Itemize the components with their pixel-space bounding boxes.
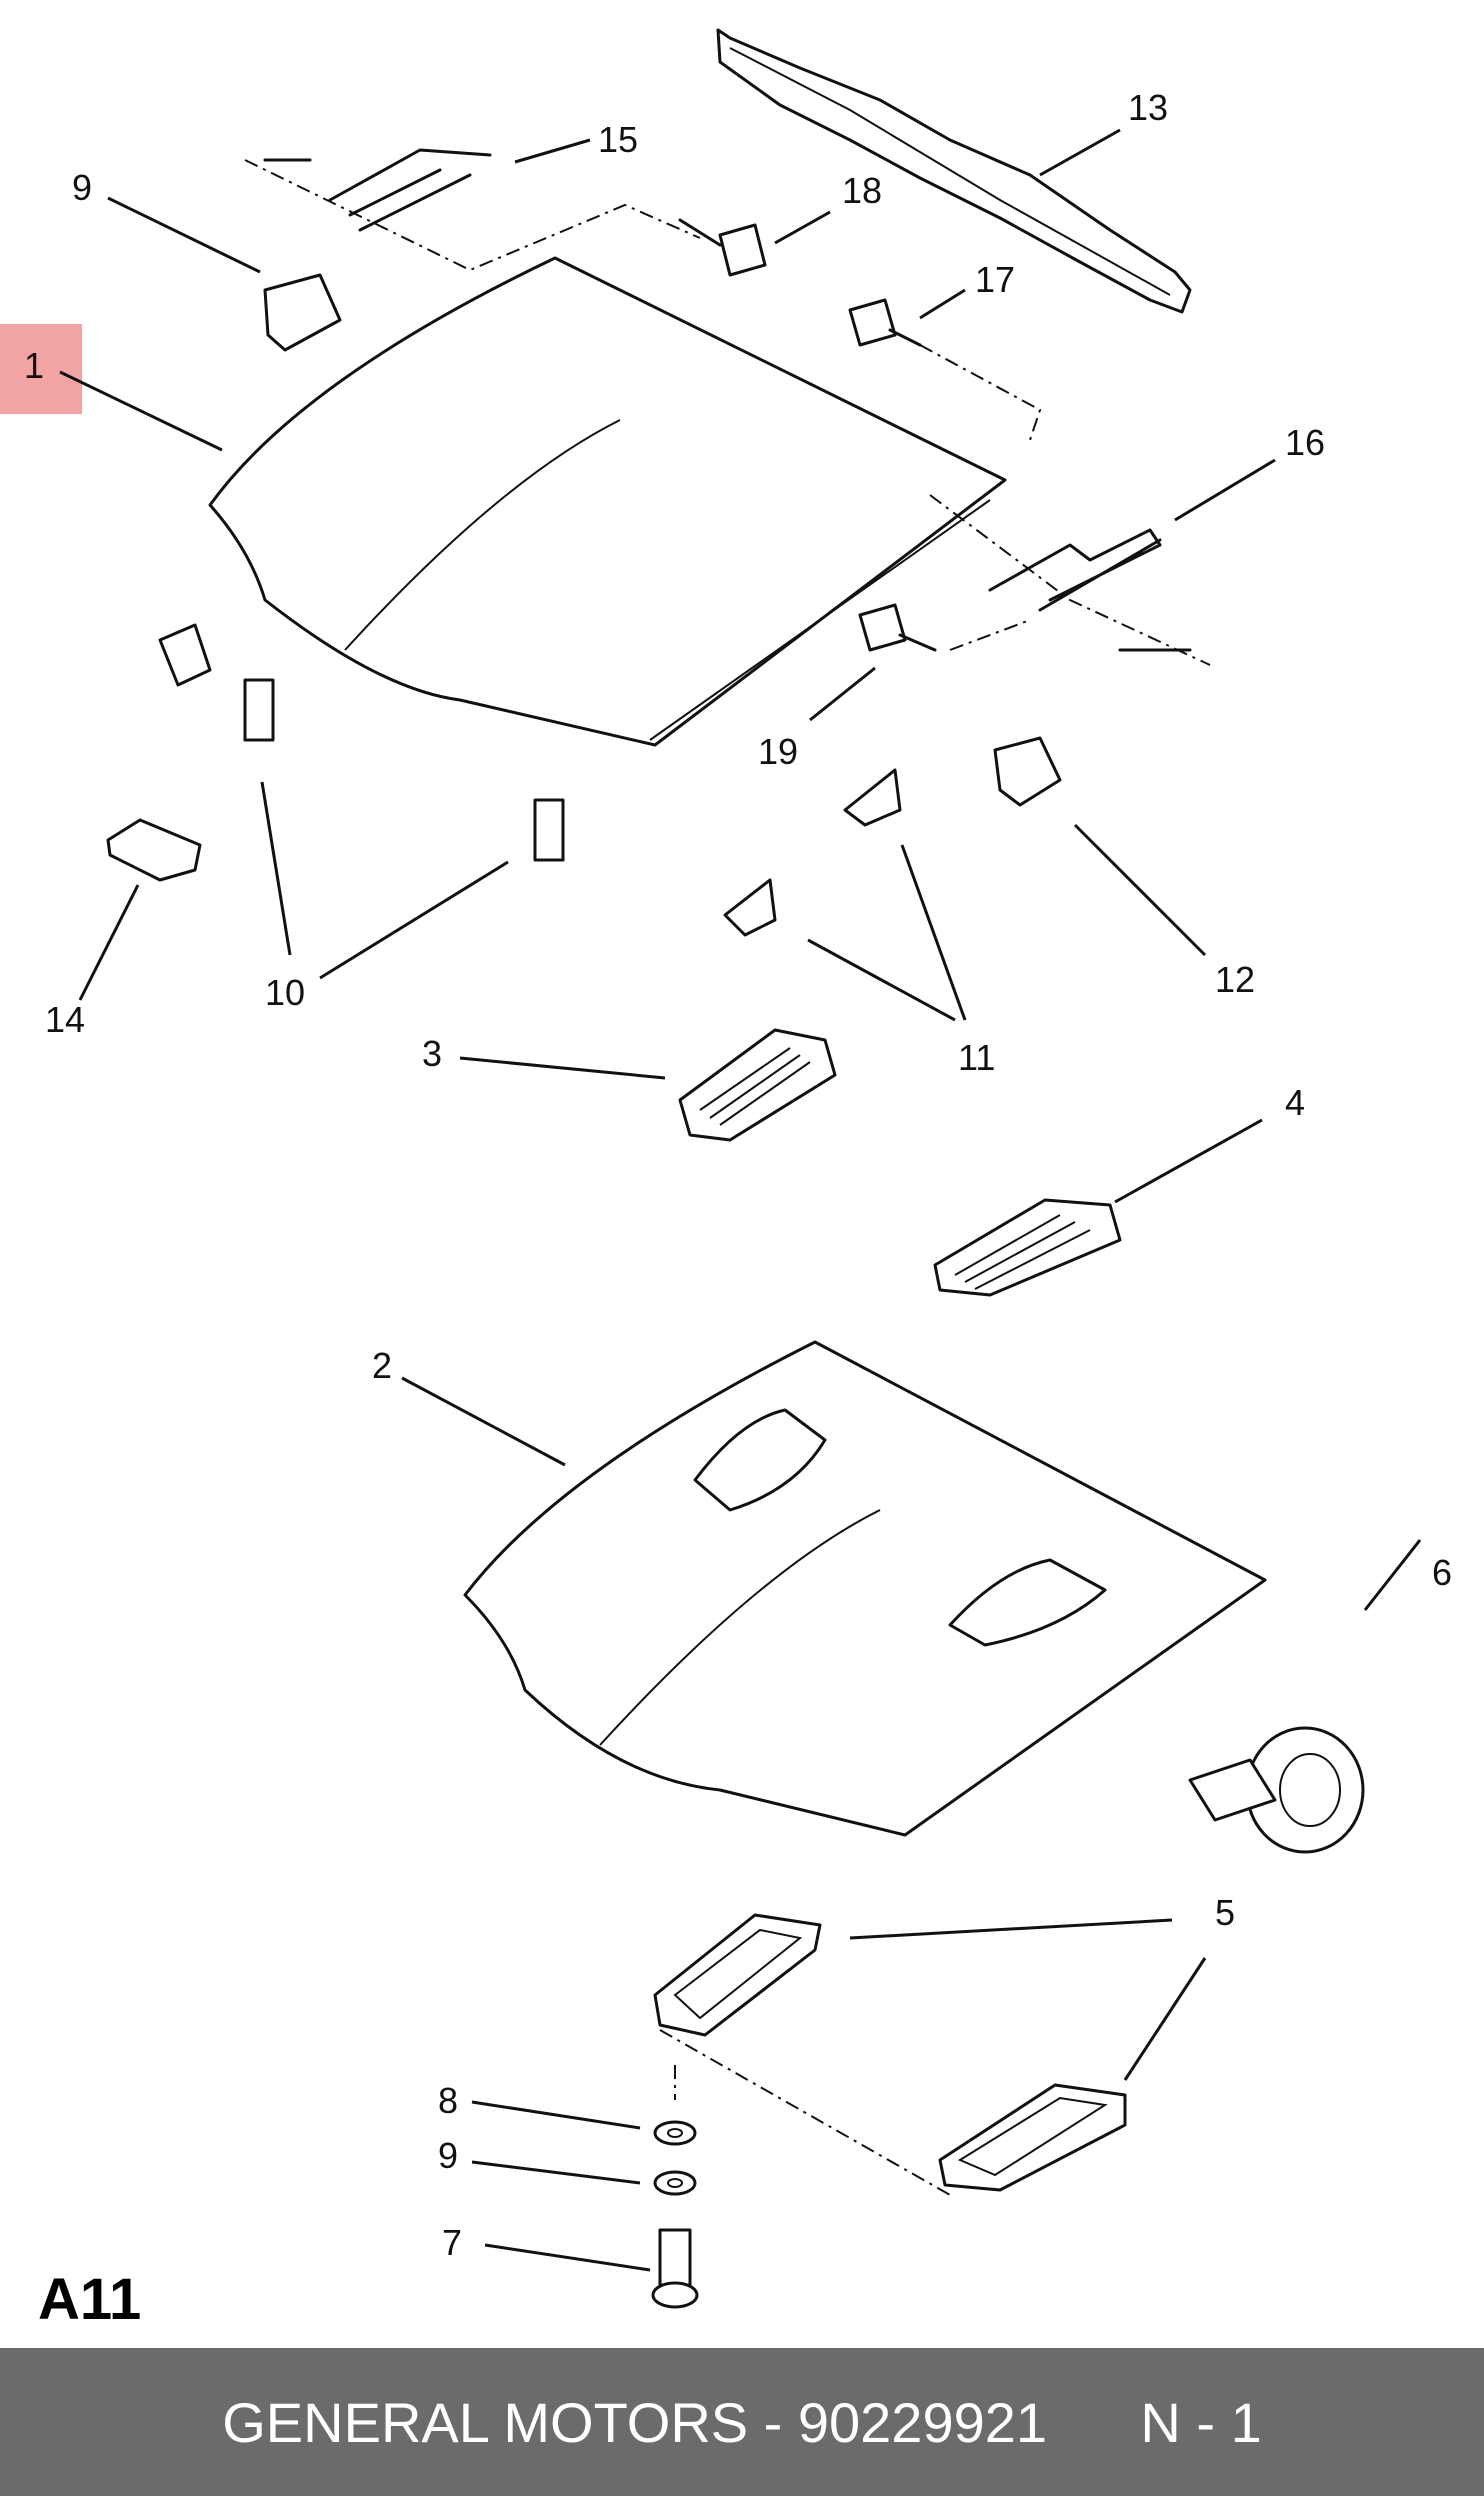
- part-clip-left: [158, 623, 212, 687]
- part-11-clips: [723, 768, 902, 937]
- callout-12: 12: [1215, 959, 1256, 1000]
- part-9-clip-upper: [263, 273, 342, 352]
- part-16-hinge-right: [929, 494, 1211, 666]
- callout-7: 7: [442, 2222, 463, 2263]
- exploded-parts-diagram: [59, 28, 1422, 2309]
- part-10-bumpers: [243, 678, 565, 862]
- callout-16: 16: [1285, 422, 1326, 463]
- part-13-seal-strip: [716, 28, 1192, 314]
- part-7-screw: [651, 2228, 699, 2309]
- part-8-washer: [653, 2120, 697, 2146]
- callout-10: 10: [265, 972, 306, 1013]
- callout-19: 19: [758, 731, 799, 772]
- part-19-bolt: [858, 603, 937, 652]
- part-5-vent-gasket: [653, 1913, 1127, 2196]
- part-3-vent-grille: [678, 1028, 837, 1142]
- callout-18: 18: [842, 170, 883, 211]
- callout-8: 8: [438, 2080, 459, 2121]
- callout-17: 17: [975, 259, 1016, 300]
- callout-1: 1: [24, 345, 45, 386]
- callout-5: 5: [1215, 1892, 1236, 1933]
- footer-position-label: N - 1: [1140, 2390, 1262, 2454]
- callout-9-upper: 9: [72, 167, 93, 208]
- callout-3: 3: [422, 1033, 443, 1074]
- part-9-washer: [653, 2170, 697, 2196]
- callout-13: 13: [1128, 87, 1169, 128]
- part-2-vented-hood-panel: [463, 1340, 1267, 1837]
- callout-4: 4: [1285, 1082, 1306, 1123]
- footer-bar: GENERAL MOTORS - 90229921 N - 1: [0, 2348, 1484, 2496]
- part-17-bolt: [848, 298, 1042, 441]
- part-18-bolt: [678, 218, 767, 277]
- callout-2: 2: [372, 1345, 393, 1386]
- callout-15: 15: [598, 119, 639, 160]
- footer-part-number: 90229921: [797, 2390, 1048, 2454]
- part-6-tape-roll: [1188, 1726, 1365, 1854]
- part-12-bracket: [993, 736, 1062, 807]
- section-code: A11: [38, 2267, 142, 2332]
- callout-9-lower: 9: [438, 2135, 459, 2176]
- part-14-pad: [106, 818, 202, 882]
- callout-11: 11: [958, 1037, 996, 1078]
- part-15-hinge-left: [244, 148, 701, 272]
- footer-gap: [1047, 2390, 1140, 2455]
- callout-1-highlight: [0, 324, 82, 414]
- part-4-vent-grille: [933, 1198, 1122, 1297]
- footer-brand: GENERAL MOTORS: [222, 2390, 749, 2454]
- callout-14: 14: [45, 999, 86, 1040]
- leader-lines: [59, 128, 1422, 2272]
- footer-separator: -: [748, 2390, 798, 2454]
- part-1-hood-panel: [208, 256, 1007, 747]
- callout-6: 6: [1432, 1552, 1453, 1593]
